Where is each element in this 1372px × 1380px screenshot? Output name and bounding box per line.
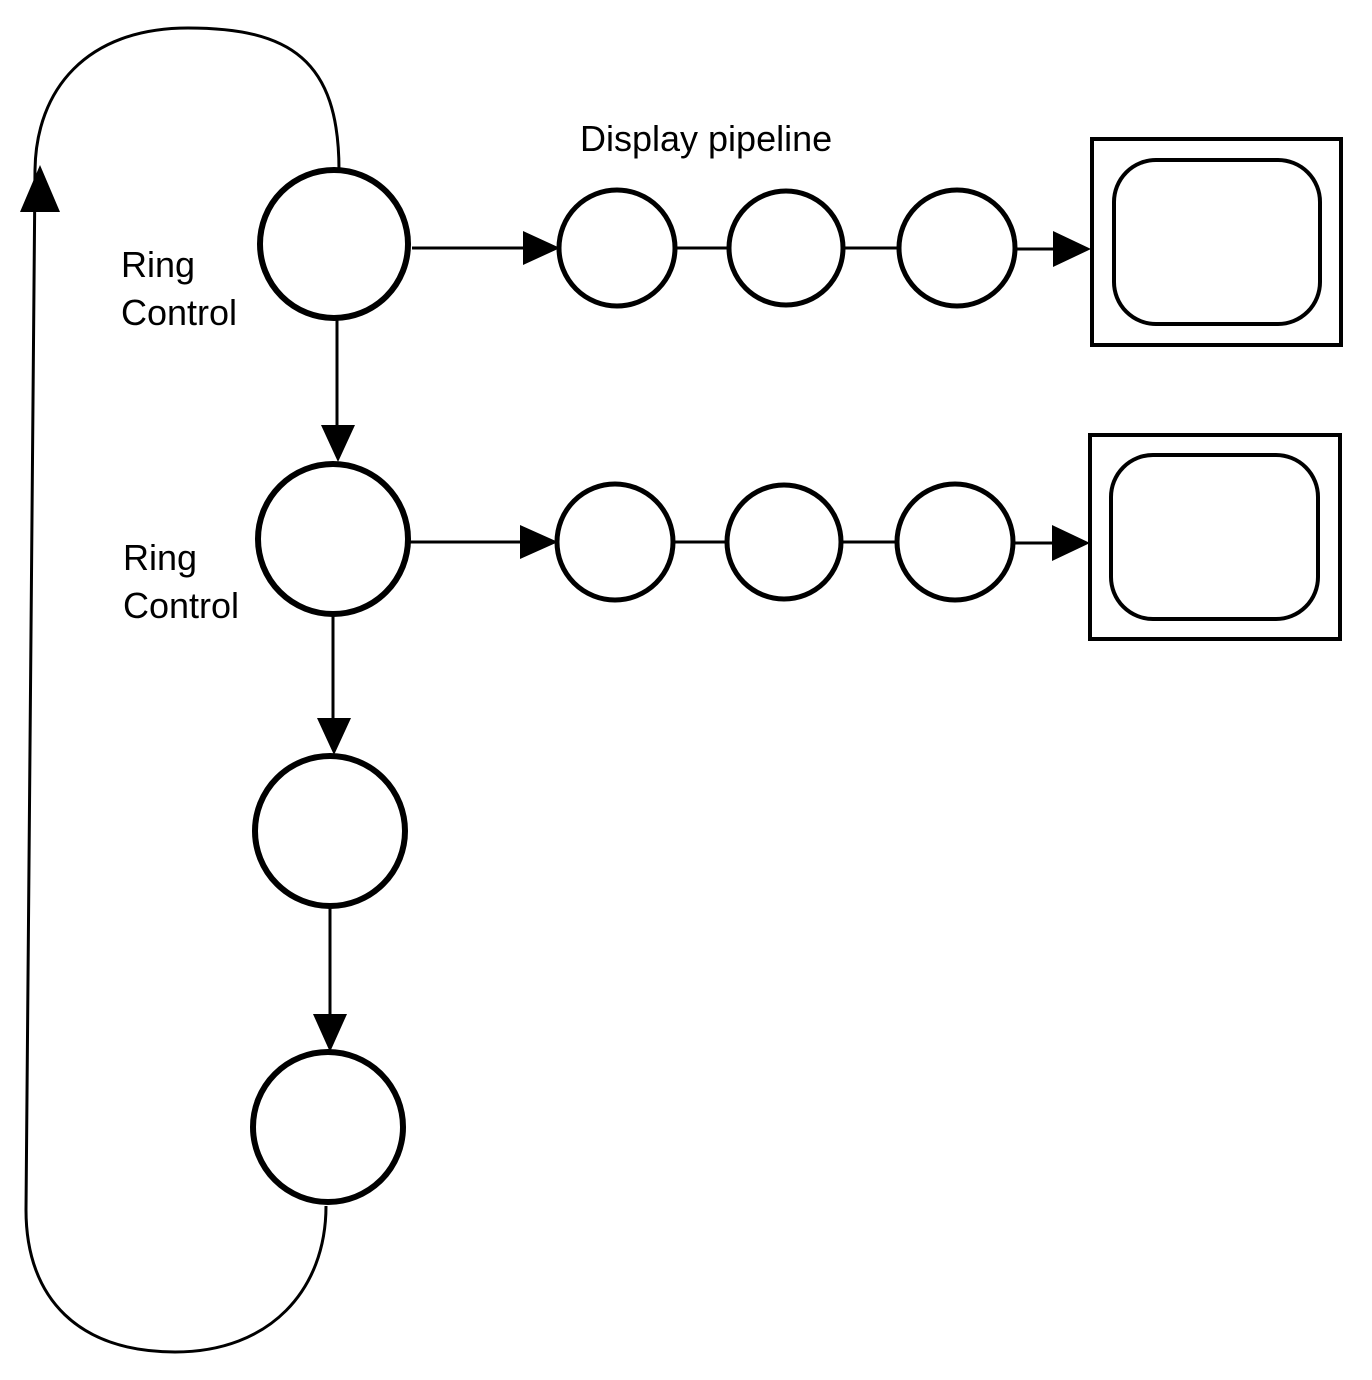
- arrowhead-icon: [20, 165, 60, 212]
- ring-node-3: [252, 753, 408, 909]
- pipeline-2-stage-3: [894, 481, 1016, 603]
- ring-control-label-2-line-1: Ring: [123, 537, 197, 578]
- ring-loop: [24, 26, 341, 1354]
- ring-control-node-1: [257, 167, 411, 321]
- ring-control-label-2-line-2: Control: [123, 585, 239, 626]
- ring-node-4: [250, 1049, 406, 1205]
- ring-control-label-1-line-2: Control: [121, 292, 237, 333]
- monitor-icon: [1090, 137, 1343, 347]
- ring-control-node-2: [255, 461, 411, 617]
- arrowhead-icon: [1052, 525, 1090, 561]
- arrowhead-icon: [313, 1014, 347, 1052]
- pipeline-1-stage-2: [726, 188, 846, 308]
- pipeline-2-stage-1: [554, 481, 676, 603]
- arrowhead-icon: [1053, 231, 1091, 267]
- monitor-icon: [1088, 433, 1342, 641]
- display-pipeline-label: Display pipeline: [580, 118, 832, 159]
- arrowhead-icon: [317, 718, 351, 755]
- pipeline-1-stage-1: [556, 187, 678, 309]
- ring-control-label-1-line-1: Ring: [121, 244, 195, 285]
- arrowhead-icon: [523, 231, 560, 265]
- arrowhead-icon: [321, 425, 355, 462]
- pipeline-1-stage-3: [896, 187, 1018, 309]
- arrowhead-icon: [520, 525, 558, 559]
- pipeline-2-stage-2: [724, 482, 844, 602]
